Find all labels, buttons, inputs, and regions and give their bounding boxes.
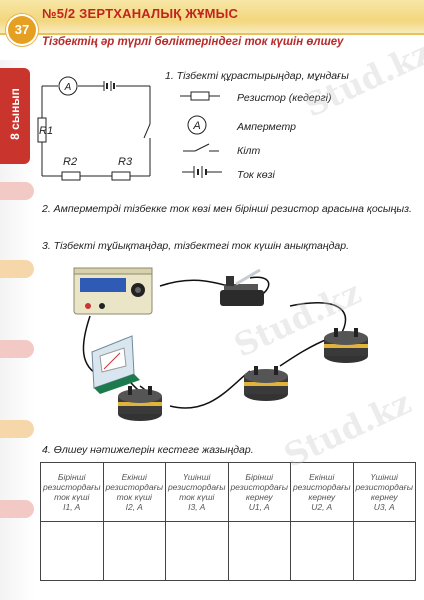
table-cell[interactable] [102,521,166,581]
header-line: I2, A [125,502,143,512]
sidebar-stripe [0,420,34,438]
header-line: резистордағы [42,482,101,492]
battery-icon [182,166,222,178]
header-line: резистордағы [355,482,414,492]
label-r2: R2 [63,156,77,168]
header-line: I1, A [63,502,81,512]
switch-icon [183,143,219,152]
header-bar [0,0,424,34]
label-r1: R1 [39,125,53,137]
item-3-text: 3. Тізбекті тұйықтаңдар, тізбектегі ток … [42,240,350,252]
header-line: кернеу [308,492,336,502]
resistor-block-3 [324,328,368,363]
header-line: U1, A [248,502,270,512]
ammeter-icon: A [187,115,207,135]
power-supply-unit [73,267,153,315]
header-line: Екінші [309,472,335,482]
apparatus-illustration [73,267,368,421]
header-line: резистордағы [230,482,289,492]
grade-label: 8 сынып [8,88,22,140]
header-line: Екінші [121,472,147,482]
header-line: резистордағы [167,482,226,492]
legend-switch-label: Кілт [237,145,261,157]
header-line: ток күші [116,492,152,502]
lab-work-title: №5/2 ЗЕРТХАНАЛЫҚ ЖҰМЫС [42,6,239,21]
header-line: резистордағы [292,482,351,492]
table-cell[interactable] [40,521,104,581]
resistor-r2 [61,171,81,181]
circuit-ammeter-letter: A [64,82,72,93]
circuit-ammeter: A [58,76,78,96]
table-cell[interactable] [165,521,229,581]
legend-resistor-label: Резистор (кедергі) [237,92,332,104]
resistor-r1 [37,117,47,143]
table-cell[interactable] [227,521,291,581]
table-cell[interactable] [290,521,354,581]
legend-ammeter-label: Амперметр [237,121,296,133]
label-r3: R3 [118,156,132,168]
header-line: кернеу [245,492,273,502]
sidebar-stripe [0,260,34,278]
grade-tab [0,68,30,164]
header-line: ток күші [54,492,90,502]
switch-device [220,268,264,306]
resistor-icon [180,91,220,101]
resistor-block-2 [244,366,288,401]
sidebar-stripe [0,340,34,358]
circuit-diagram: A [37,76,151,181]
header-line: Бірінші [57,472,86,482]
header-line: Үшінші [183,472,211,482]
ammeter-icon-letter: A [192,120,200,132]
header-line: кернеу [370,492,398,502]
label-r2-text: R2 [63,156,78,168]
resistor-block-1 [118,386,162,421]
item-2-text: 2. Амперметрді тізбекке ток көзі мен бір… [42,203,412,215]
item-1-text: 1. Тізбекті құрастырыңдар, мұндағы [165,70,349,82]
table-cell[interactable] [352,521,416,581]
header-line: Бірінші [245,472,274,482]
sidebar-stripe [0,500,34,518]
label-r1-text: R1 [39,125,54,137]
header-line: резистордағы [105,482,164,492]
resistor-r3 [111,171,131,181]
circuit-switch [143,123,151,139]
header-line: Үшінші [370,472,398,482]
circuit-battery [103,81,115,91]
header-line: ток күші [179,492,215,502]
sidebar-stripe [0,182,34,200]
table-row [40,521,416,581]
lab-subtitle: Тізбектің әр түрлі бөліктеріндегі ток кү… [42,36,344,48]
header-divider [0,33,424,35]
header-line: I3, A [188,502,206,512]
legend-battery-label: Ток көзі [237,169,275,181]
item-4-text: 4. Өлшеу нәтижелерін кестеге жазыңдар. [42,444,254,456]
page-number-badge: 37 [8,16,36,44]
header-line: U3, A [373,502,395,512]
header-line: U2, A [311,502,333,512]
label-r3-text: R3 [118,156,133,168]
ammeter-device [91,335,140,394]
